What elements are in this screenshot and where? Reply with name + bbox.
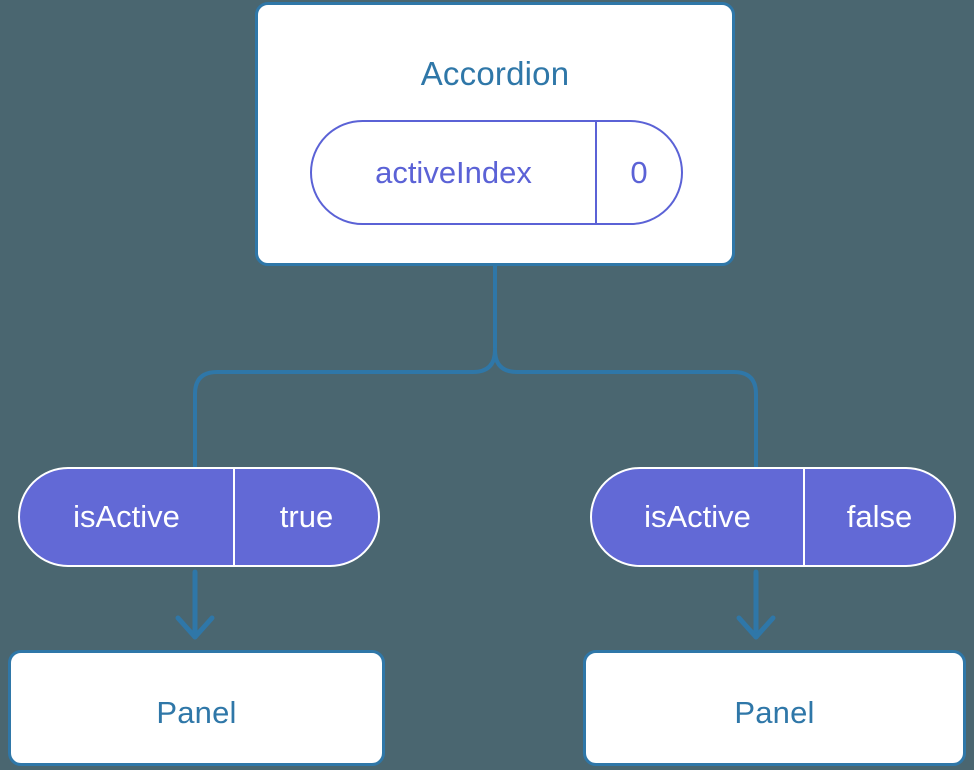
arrow-left-head-icon [175,615,215,640]
accordion-title: Accordion [420,55,570,92]
panel-title: Panel [734,695,815,730]
node-accordion[interactable]: Accordion activeIndex 0 [255,2,735,266]
prop-key-label: isActive [592,469,805,565]
prop-key-label: isActive [20,469,235,565]
node-panel-right[interactable]: Panel [583,650,966,766]
prop-badge-isactive-false[interactable]: isActive false [590,467,956,567]
connector-branch-left [193,348,497,469]
prop-badge-isactive-true[interactable]: isActive true [18,467,380,567]
panel-title: Panel [156,695,237,730]
state-value-label: 0 [630,154,648,190]
prop-value-label: true [279,499,334,534]
prop-value-label: false [846,499,913,534]
state-key-label: activeIndex [312,122,597,223]
arrow-right-head-icon [736,615,776,640]
connector-branch-right [493,348,758,469]
state-badge-activeindex[interactable]: activeIndex 0 [310,120,683,225]
node-panel-left[interactable]: Panel [8,650,385,766]
